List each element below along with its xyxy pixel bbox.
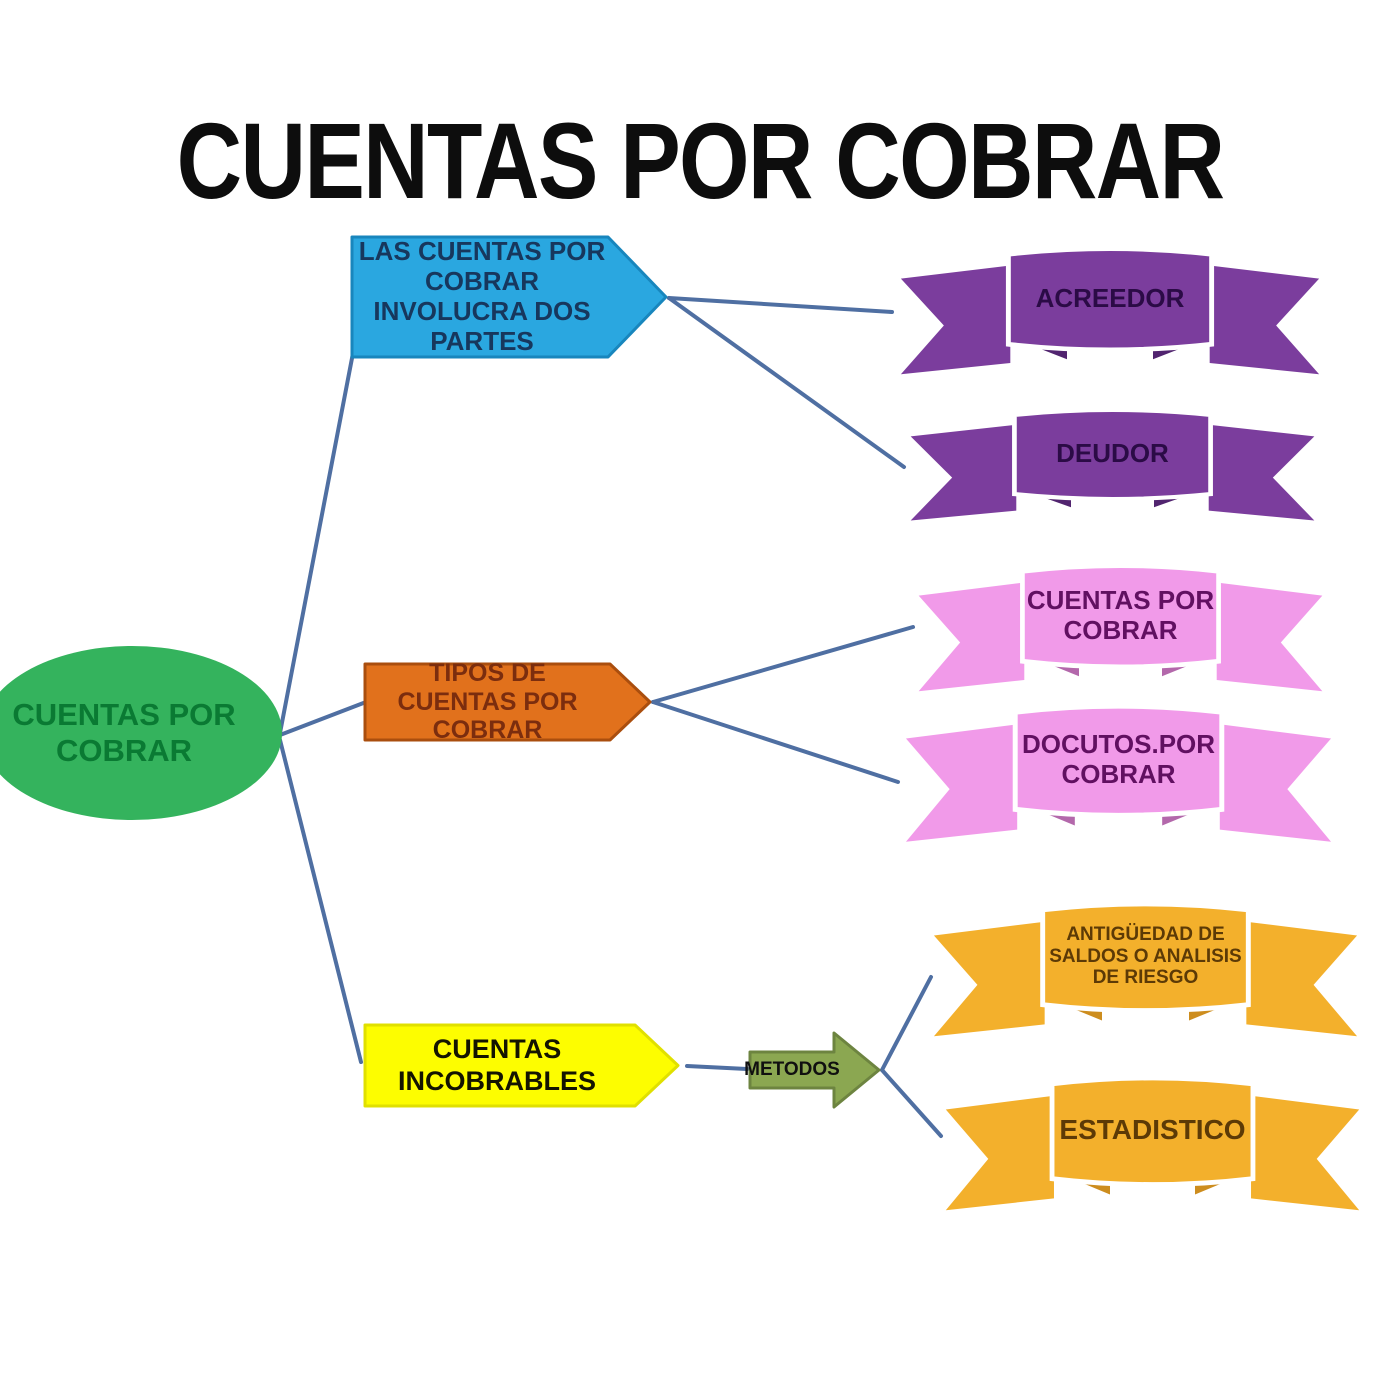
node-cuentas-cobrar: CUENTAS POR COBRAR [913,560,1328,710]
node-docutos: DOCUTOS.POR COBRAR [900,700,1337,862]
edge-dos-partes-deudor [667,296,906,469]
node-root-ellipse: CUENTAS POR COBRAR [0,646,282,820]
edge-dos-partes-acreedor [667,296,894,314]
edge-tipos-cuentas-cobrar [651,625,915,704]
node-incobrables: CUENTAS INCOBRABLES [363,1023,680,1108]
node-antiguedad-label: ANTIGÜEDAD DE SALDOS O ANALISIS DE RIESG… [1049,923,1242,989]
node-estadistico: ESTADISTICO [940,1072,1365,1230]
node-acreedor-label: ACREEDOR [1035,282,1185,313]
edge-root-incobrables [278,738,363,1064]
ribbon-banner-shape [900,246,1320,375]
edge-root-dos-partes [278,351,355,735]
pentagon-arrow-shape [350,235,668,359]
ribbon-banner-shape [918,563,1323,692]
node-dos-partes-label: LAS CUENTAS POR COBRAR INVOLUCRA DOS PAR… [358,236,606,356]
node-deudor-label: DEUDOR [1056,437,1169,468]
node-acreedor: ACREEDOR [895,243,1325,393]
ribbon-banner-shape [933,901,1358,1037]
ribbon-banner-shape [905,703,1332,842]
node-tipos: TIPOS DE CUENTAS POR COBRAR [363,658,652,745]
edge-tipos-docutos [651,700,900,784]
pentagon-arrow-shape [363,662,652,742]
node-dos-partes: LAS CUENTAS POR COBRAR INVOLUCRA DOS PAR… [350,235,668,359]
node-docutos-label: DOCUTOS.POR COBRAR [1021,729,1216,789]
node-cuentas-cobrar-label: CUENTAS POR COBRAR [1026,584,1215,645]
node-tipos-label: TIPOS DE CUENTAS POR COBRAR [397,658,578,745]
page-title: CUENTAS POR COBRAR [0,98,1400,223]
page-title-text: CUENTAS POR COBRAR [176,100,1225,221]
node-estadistico-label: ESTADISTICO [1059,1114,1246,1146]
edge-incobrables-metodos [685,1064,749,1071]
right-arrow-shape [748,1031,881,1109]
ribbon-banner-shape [945,1075,1360,1211]
node-deudor: DEUDOR [905,405,1320,537]
edge-root-tipos [278,700,368,737]
node-antiguedad: ANTIGÜEDAD DE SALDOS O ANALISIS DE RIESG… [928,898,1363,1056]
ribbon-banner-shape [910,407,1315,521]
node-root-label: CUENTAS POR COBRAR [12,697,236,768]
node-metodos-label: METODOS [744,1059,840,1081]
pentagon-arrow-shape [363,1023,680,1108]
node-incobrables-label: CUENTAS INCOBRABLES [397,1034,596,1096]
node-metodos: METODOS [744,1028,882,1112]
edge-metodos-estadistico [880,1068,943,1138]
edge-metodos-antiguedad [880,975,933,1072]
